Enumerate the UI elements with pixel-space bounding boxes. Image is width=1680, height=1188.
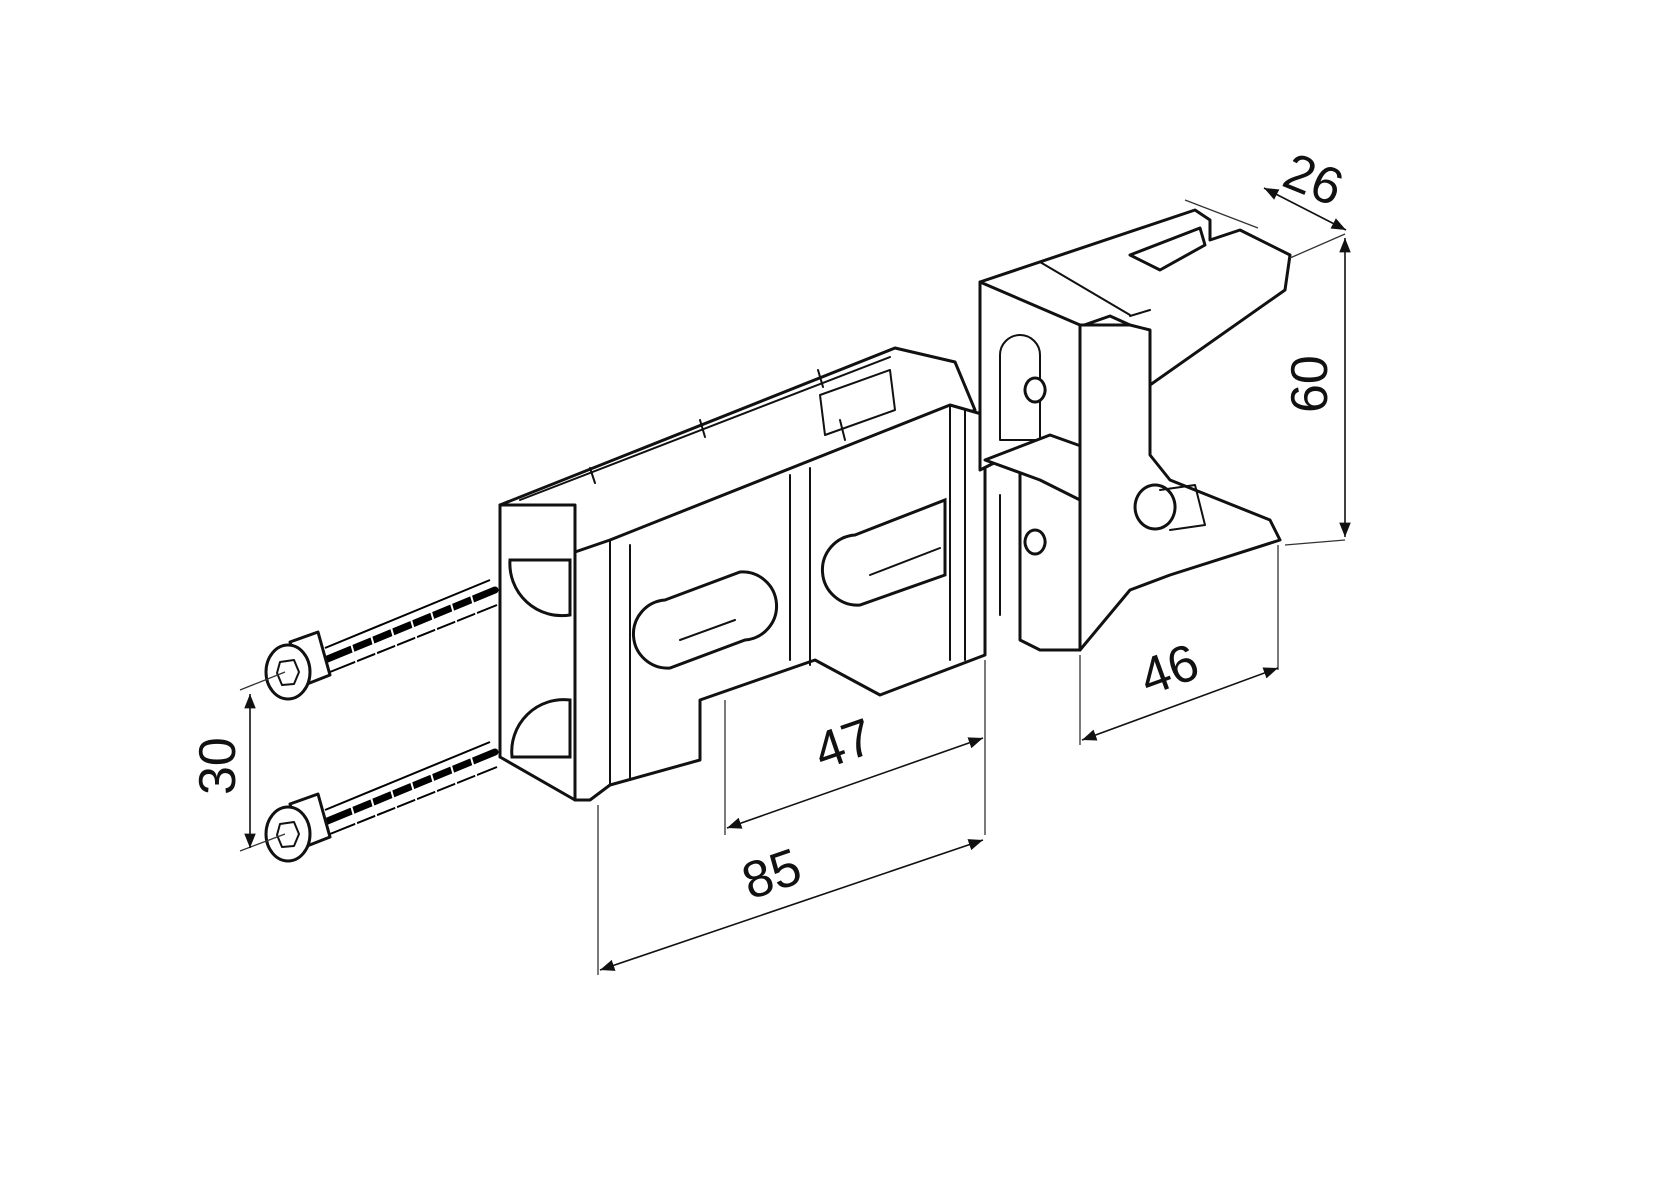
dim-label-85: 85 [735,838,809,912]
socket-head-screw-icon [264,643,312,701]
dim-line-85 [599,839,984,971]
dim-label-60: 60 [1281,355,1339,413]
screw-lower-threads [349,753,479,831]
dim-label-30: 30 [189,737,247,795]
hex-socket-icon [276,659,300,686]
extension-lines [239,199,1346,975]
dim-line-46 [1081,667,1279,741]
dim-label-47: 47 [807,708,881,782]
right-bracket [978,208,1292,652]
left-bracket [498,346,987,802]
screw-lower [264,741,499,863]
dim-label-46: 46 [1132,633,1206,707]
hex-socket-icon [276,821,300,848]
screw-upper [264,579,499,701]
dim-line-47 [726,737,984,829]
dim-label-26: 26 [1276,142,1351,217]
dim-line-26 [1263,187,1347,231]
socket-head-screw-icon [264,805,312,863]
dimension-lines [244,187,1351,971]
screw-upper-threads [349,591,479,669]
